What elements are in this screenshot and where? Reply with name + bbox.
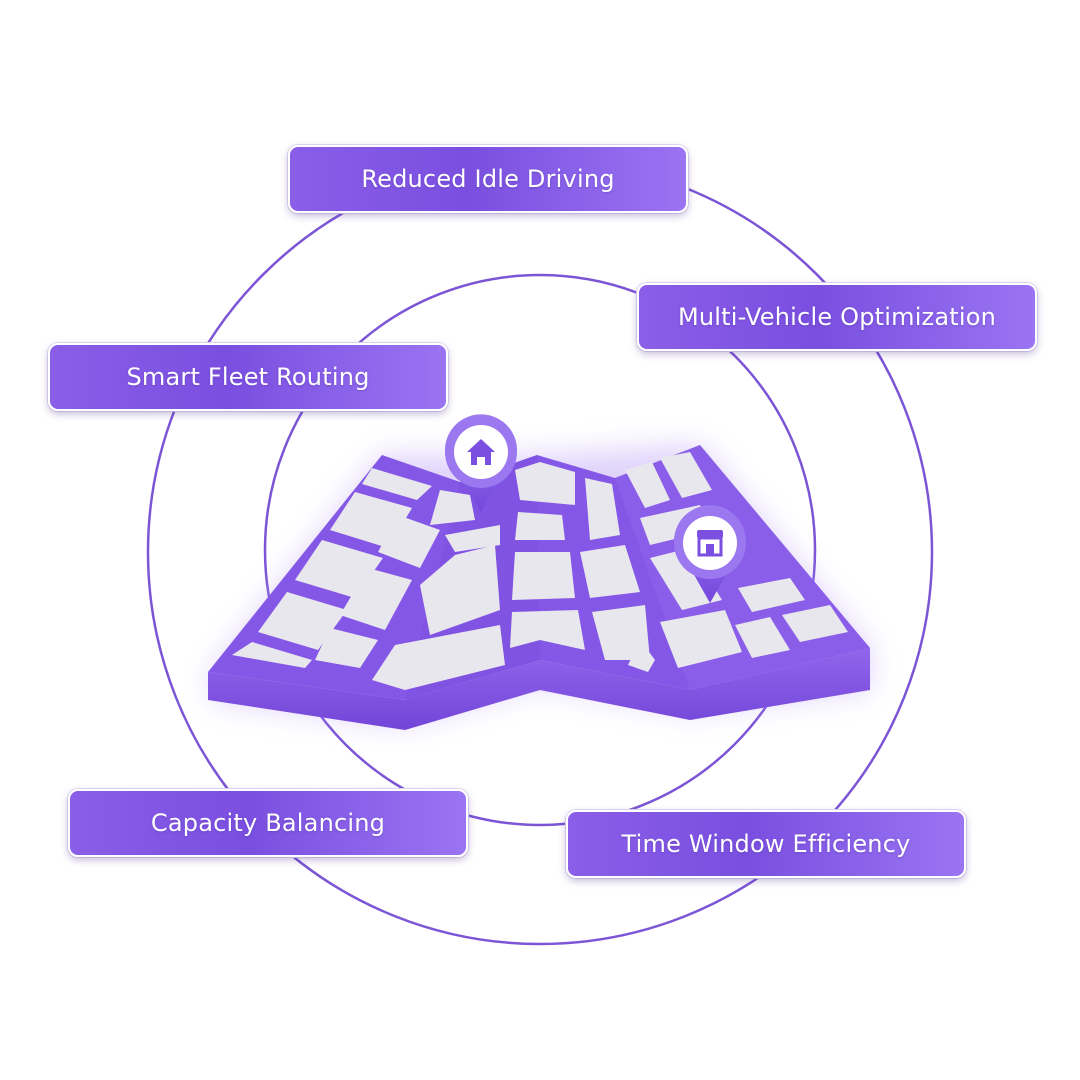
home-icon [467,439,495,465]
multi-vehicle-optimization-text: Multi-Vehicle Optimization [677,303,997,331]
inner-ring [263,273,817,827]
smart-fleet-routing-text: Smart Fleet Routing [126,363,370,391]
map-blocks [232,452,848,690]
label-smart-fleet-routing: Smart Fleet Routing [48,343,448,411]
folded-map-illustration [208,445,870,730]
capacity-balancing-text: Capacity Balancing [150,809,386,837]
label-multi-vehicle-optimization: Multi-Vehicle Optimization [637,283,1037,351]
store-pin [673,505,746,603]
label-reduced-idle-driving: Reduced Idle Driving [288,145,688,213]
label-capacity-balancing: Capacity Balancing [68,789,468,857]
label-time-window-efficiency: Time Window Efficiency [566,810,966,878]
reduced-idle-driving-text: Reduced Idle Driving [361,165,615,193]
store-icon [697,530,723,557]
time-window-efficiency-text: Time Window Efficiency [621,830,911,858]
